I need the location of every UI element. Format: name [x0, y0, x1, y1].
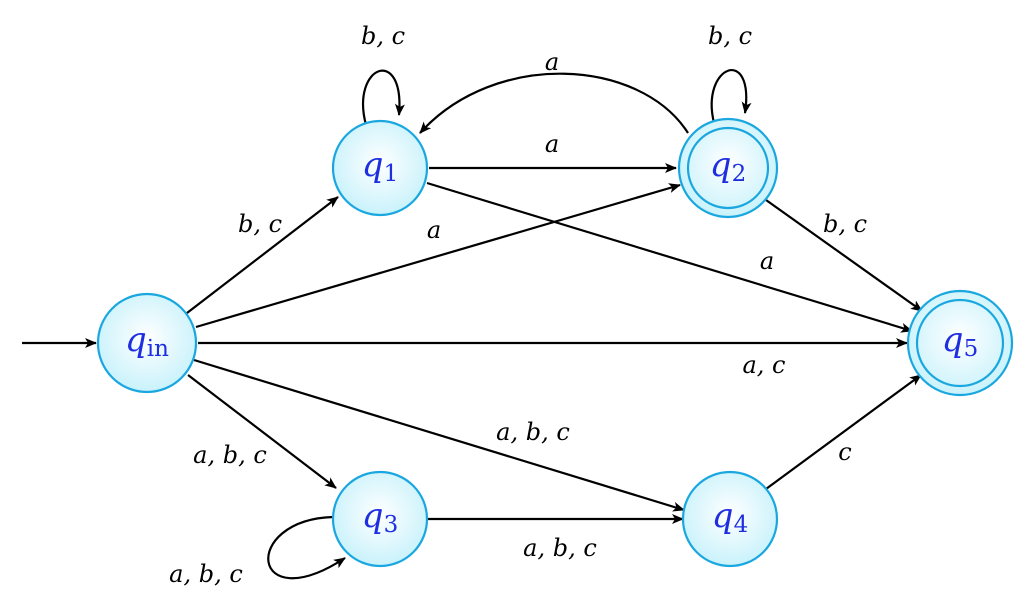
label-q1-q5: a — [760, 247, 774, 275]
state-q5-label: q5 — [942, 320, 978, 362]
label-q2-q5: b, c — [823, 210, 867, 238]
label-q3-q3: a, b, c — [169, 560, 243, 588]
edge-q3-q3-loop — [267, 515, 346, 580]
label-q2-q2: b, c — [708, 22, 752, 50]
state-q3-label: q3 — [362, 496, 398, 538]
state-q4-label: q4 — [712, 496, 748, 538]
label-qin-q4: a, b, c — [496, 418, 570, 446]
label-q4-q5: c — [838, 438, 851, 466]
state-q1: q1 — [331, 119, 429, 217]
label-q3-q4: a, b, c — [523, 534, 597, 562]
edge-q2-q1 — [419, 72, 689, 134]
label-q2-q1: a — [545, 48, 559, 76]
edge-q2-q5 — [765, 199, 923, 312]
label-qin-q2: a — [427, 216, 441, 244]
state-q5: q5 — [906, 289, 1014, 397]
edge-qin-q3 — [187, 374, 337, 489]
edge-labels: b, c b, c a a b, c a b, c a a, c a, b, c… — [169, 22, 867, 588]
label-qin-q1: b, c — [238, 210, 282, 238]
state-q1-label: q1 — [362, 145, 398, 187]
label-qin-q5: a, c — [742, 351, 785, 379]
edge-q4-q5 — [765, 374, 922, 490]
edge-q2-q2-loop — [710, 69, 752, 124]
state-q2-label: q2 — [710, 145, 746, 187]
edge-qin-q1 — [186, 196, 339, 314]
edges — [22, 69, 923, 580]
state-q3: q3 — [331, 470, 429, 568]
edge-qin-q2 — [195, 183, 681, 329]
label-qin-q3: a, b, c — [193, 441, 267, 469]
state-q4: q4 — [681, 470, 779, 568]
label-q1-q1: b, c — [361, 22, 405, 50]
states: qin q1 q2 q3 q4 q5 — [96, 117, 1014, 568]
label-q1-q2: a — [545, 130, 559, 158]
edge-q1-q5 — [426, 181, 913, 333]
state-qin: qin — [96, 292, 198, 394]
state-qin-label: qin — [125, 320, 169, 362]
edge-q1-q1-loop — [362, 69, 405, 126]
edge-qin-q4 — [193, 358, 685, 512]
state-q2: q2 — [677, 117, 779, 219]
